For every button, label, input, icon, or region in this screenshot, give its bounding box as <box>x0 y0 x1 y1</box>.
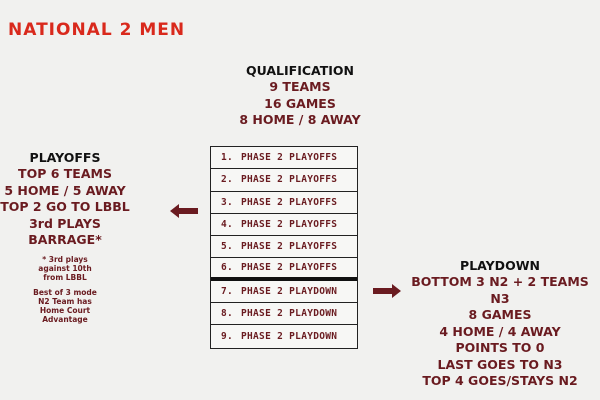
note-line: Best of 3 mode <box>33 287 97 297</box>
note-line: Advantage <box>42 314 88 324</box>
table-row: 3. PHASE 2 PLAYOFFS <box>211 192 357 214</box>
rank: 6. <box>221 262 234 274</box>
playdown-line: LAST GOES TO N3 <box>437 356 563 372</box>
playoffs-line: TOP 2 GO TO LBBL <box>0 199 130 214</box>
playdown-line: 4 HOME / 4 AWAY <box>439 323 561 339</box>
row-label: PHASE 2 PLAYDOWN <box>241 331 338 343</box>
arrow-right-icon <box>373 284 401 298</box>
arrow-left-icon <box>170 204 198 218</box>
row-label: PHASE 2 PLAYDOWN <box>241 285 338 297</box>
playoffs-line: TOP 6 TEAMS <box>18 166 112 181</box>
playoffs-line: 5 HOME / 5 AWAY <box>4 182 126 198</box>
note-line: * 3rd plays <box>42 254 88 264</box>
barrage-note: * 3rd plays against 10th from LBBL <box>0 255 130 282</box>
table-row: 4. PHASE 2 PLAYOFFS <box>211 214 357 237</box>
rank: 9. <box>221 331 234 343</box>
qualification-line: 16 GAMES <box>264 95 336 111</box>
playdown-line: 8 GAMES <box>468 307 532 322</box>
row-label: PHASE 2 PLAYOFFS <box>241 262 338 274</box>
qualification-heading: QUALIFICATION <box>245 63 354 78</box>
rank: 5. <box>221 241 234 253</box>
table-row: 9. PHASE 2 PLAYDOWN <box>211 325 357 347</box>
playoffs-line: 3rd PLAYS BARRAGE* <box>28 215 102 248</box>
mode-note: Best of 3 mode N2 Team has Home Court Ad… <box>0 288 130 324</box>
note-line: from LBBL <box>43 272 87 282</box>
rank: 3. <box>221 196 234 208</box>
note-line: Home Court <box>39 305 91 315</box>
playdown-line: POINTS TO 0 <box>455 340 545 355</box>
note-line: against 10th <box>38 263 92 273</box>
qualification-line: 9 TEAMS <box>269 79 331 94</box>
rank: 7. <box>221 285 234 297</box>
standings-table: 1. PHASE 2 PLAYOFFS 2. PHASE 2 PLAYOFFS 3.… <box>210 146 358 349</box>
qualification-section: QUALIFICATION 9 TEAMS 16 GAMES 8 HOME / … <box>200 63 400 129</box>
table-row: 5. PHASE 2 PLAYOFFS <box>211 236 357 259</box>
row-label: PHASE 2 PLAYOFFS <box>241 219 338 231</box>
table-row: 6. PHASE 2 PLAYOFFS <box>211 258 357 281</box>
playdown-heading: PLAYDOWN <box>460 258 540 273</box>
page-title: NATIONAL 2 MEN <box>8 20 186 40</box>
playoffs-heading: PLAYOFFS <box>29 150 101 165</box>
qualification-line: 8 HOME / 8 AWAY <box>239 112 361 127</box>
playdown-line: TOP 4 GOES/STAYS N2 <box>422 373 578 388</box>
table-row: 1. PHASE 2 PLAYOFFS <box>211 147 357 170</box>
rank: 2. <box>221 174 234 186</box>
row-label: PHASE 2 PLAYOFFS <box>241 241 338 253</box>
row-label: PHASE 2 PLAYDOWN <box>241 308 338 320</box>
row-label: PHASE 2 PLAYOFFS <box>241 152 338 164</box>
rank: 1. <box>221 152 234 164</box>
playdown-section: PLAYDOWN BOTTOM 3 N2 + 2 TEAMS N3 8 GAME… <box>400 258 600 390</box>
note-line: N2 Team has <box>38 296 92 306</box>
rank: 8. <box>221 308 234 320</box>
playoffs-section: PLAYOFFS TOP 6 TEAMS 5 HOME / 5 AWAY TOP… <box>0 150 130 324</box>
row-label: PHASE 2 PLAYOFFS <box>241 174 338 186</box>
row-label: PHASE 2 PLAYOFFS <box>241 196 338 208</box>
table-row: 2. PHASE 2 PLAYOFFS <box>211 169 357 192</box>
table-row: 8. PHASE 2 PLAYDOWN <box>211 303 357 326</box>
playdown-line: BOTTOM 3 N2 + 2 TEAMS N3 <box>411 274 589 306</box>
rank: 4. <box>221 219 234 231</box>
table-row: 7. PHASE 2 PLAYDOWN <box>211 281 357 304</box>
